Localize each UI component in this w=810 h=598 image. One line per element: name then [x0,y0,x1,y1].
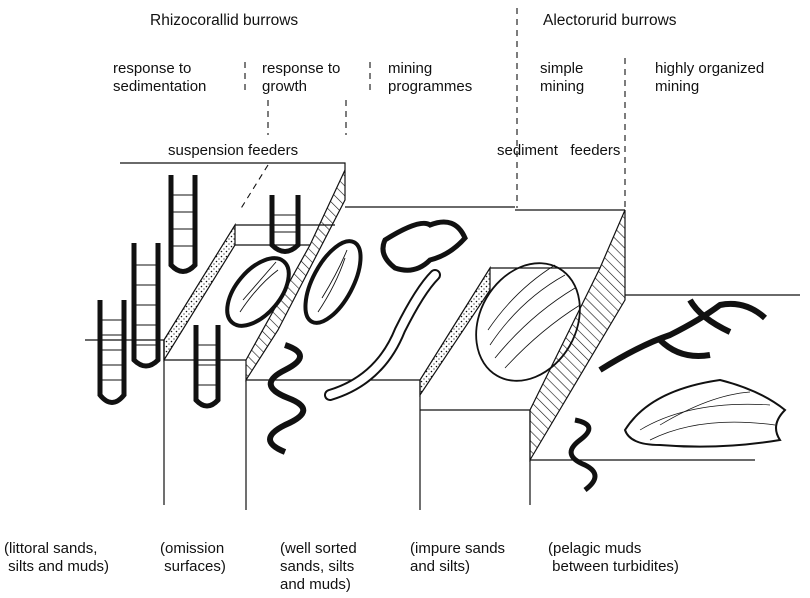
category-response-to-sedimentation: response to sedimentation [113,60,206,96]
category-response-to-growth: response to growth [262,60,340,96]
category-dividers [240,8,625,210]
label-suspension-feeders: suspension feeders [168,142,298,160]
sea-floor-steps [85,163,800,510]
heading-rhizocorallid-burrows: Rhizocorallid burrows [150,12,298,30]
environment-omission-surfaces: (omission surfaces) [160,540,226,576]
category-mining-programmes: mining programmes [388,60,472,96]
label-sediment-feeders: sediment feeders [497,142,620,160]
category-highly-organized-mining: highly organized mining [655,60,764,96]
environment-well-sorted: (well sorted sands, silts and muds) [280,540,357,594]
environment-pelagic-muds: (pelagic muds between turbidites) [548,540,679,576]
heading-alectorurid-burrows: Alectorurid burrows [543,12,677,30]
environment-impure-sands: (impure sands and silts) [410,540,505,576]
category-simple-mining: simple mining [540,60,584,96]
environment-littoral: (littoral sands, silts and muds) [4,540,109,576]
